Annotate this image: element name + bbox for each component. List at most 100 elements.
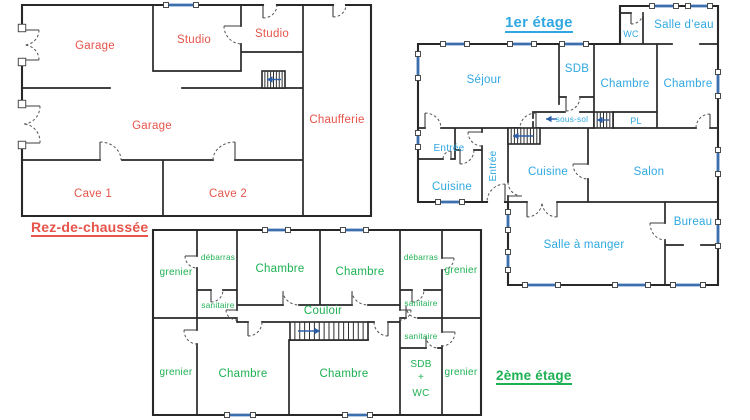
room-label-grenier-tl: grenier xyxy=(160,267,193,278)
room-label-debarras-l: débarras xyxy=(201,253,235,262)
room-label-cuisine-1: Cuisine xyxy=(432,181,472,193)
room-label-salle-eau: Salle d’eau xyxy=(654,19,714,31)
window-end xyxy=(715,147,721,153)
first-floor-door-arcs xyxy=(424,12,711,241)
room-label-grenier-br: grenier xyxy=(445,367,478,378)
window-end xyxy=(464,41,470,47)
room-label-sdb-wc-line3: WC xyxy=(412,388,429,399)
ground-floor-door-leaves xyxy=(22,5,334,160)
window-end xyxy=(440,41,446,47)
second-floor-symbols xyxy=(224,227,373,418)
window-end xyxy=(645,282,651,288)
room-label-entree-2: Entrée xyxy=(488,150,499,181)
second-floor-plan: grenier débarras Chambre Chambre débarra… xyxy=(151,227,483,418)
window-end xyxy=(505,227,511,233)
room-label-chambre-t2: Chambre xyxy=(335,266,384,278)
ground-floor-plan: Garage Studio Studio Chaufferie Garage C… xyxy=(17,2,373,218)
door-jamb-post xyxy=(17,99,27,109)
window-end xyxy=(670,282,676,288)
room-label-debarras-r: débarras xyxy=(404,253,438,262)
window-end xyxy=(715,171,721,177)
window-end xyxy=(415,75,421,81)
ground-floor-outer-walls xyxy=(20,3,373,218)
window-end xyxy=(715,69,721,75)
room-label-grenier-bl: grenier xyxy=(160,367,193,378)
window-end xyxy=(700,282,706,288)
room-label-cave-1: Cave 1 xyxy=(74,188,112,200)
window-end xyxy=(531,41,537,47)
window-end xyxy=(612,282,618,288)
window-end xyxy=(415,51,421,57)
room-label-cuisine-2: Cuisine xyxy=(528,166,568,178)
window-end xyxy=(649,3,655,9)
room-label-grenier-tr: grenier xyxy=(445,265,478,276)
window-end xyxy=(342,412,348,418)
door-jamb-post xyxy=(17,140,27,150)
window-end xyxy=(522,282,528,288)
window-end xyxy=(415,130,421,136)
window-end xyxy=(715,243,721,249)
room-label-chambre-2: Chambre xyxy=(663,78,712,90)
first-floor-plan: WC Salle d’eau Séjour SDB Chambre Chambr… xyxy=(415,3,721,288)
ground-floor-title: Rez-de-chaussée xyxy=(31,219,149,237)
room-label-sejour: Séjour xyxy=(467,74,502,86)
room-label-studio-2: Studio xyxy=(255,28,289,40)
window-end xyxy=(559,41,565,47)
window-end xyxy=(583,41,589,47)
room-label-sdb-wc-line1: SDB xyxy=(410,359,431,370)
room-label-pl: PL xyxy=(630,116,642,126)
window-end xyxy=(193,2,199,8)
window-end xyxy=(555,282,561,288)
window-end xyxy=(505,267,511,273)
room-label-entree-1: Entrée xyxy=(434,143,465,154)
stair-arrow-head xyxy=(513,132,519,140)
room-label-chambre-b1: Chambre xyxy=(218,368,267,380)
room-label-sanitaire-r2: sanitaire xyxy=(404,332,437,341)
room-label-chambre-t1: Chambre xyxy=(255,263,304,275)
room-label-cave-2: Cave 2 xyxy=(209,188,247,200)
room-label-sanitaire-l: sanitaire xyxy=(201,301,234,310)
room-label-salle-a-manger: Salle à manger xyxy=(544,239,625,251)
second-floor-door-arcs xyxy=(183,255,456,349)
room-label-sanitaire-r1: sanitaire xyxy=(404,299,437,308)
window-end xyxy=(435,199,441,205)
second-floor-door-leaves xyxy=(184,255,455,348)
room-label-garage-main: Garage xyxy=(132,120,172,132)
first-floor-title: 1er étage xyxy=(505,14,573,33)
window-end xyxy=(367,412,373,418)
window-end xyxy=(363,227,369,233)
room-label-studio-1: Studio xyxy=(177,34,211,46)
room-label-sous-sol: sous-sol xyxy=(556,115,589,124)
door-jamb-post xyxy=(17,23,27,33)
door-jamb-post xyxy=(17,57,27,67)
window-end xyxy=(262,227,268,233)
window-end xyxy=(224,412,230,418)
window-end xyxy=(673,3,679,9)
window-end xyxy=(415,144,421,150)
window-end xyxy=(715,93,721,99)
second-floor-outer-walls xyxy=(151,228,483,417)
room-label-chambre-1: Chambre xyxy=(600,78,649,90)
window-end xyxy=(715,219,721,225)
second-floor-title: 2ème étage xyxy=(496,368,572,386)
ground-floor-symbols xyxy=(17,2,286,150)
room-label-wc: WC xyxy=(623,29,639,39)
window-end xyxy=(285,227,291,233)
room-label-chambre-b2: Chambre xyxy=(319,368,368,380)
room-label-sdb: SDB xyxy=(565,63,589,75)
room-label-bureau: Bureau xyxy=(674,216,713,228)
window-end xyxy=(505,209,511,215)
ground-floor-door-arcs xyxy=(23,4,347,161)
window-end xyxy=(505,249,511,255)
first-floor-inner-walls xyxy=(417,12,719,286)
room-label-sdb-wc-line2: + xyxy=(418,372,424,383)
window-end xyxy=(459,199,465,205)
stair-arrow-head xyxy=(597,116,603,124)
room-label-chaufferie: Chaufferie xyxy=(309,114,364,126)
stair-arrow-head xyxy=(314,327,320,335)
first-floor-door-leaves xyxy=(424,13,711,224)
ground-floor-inner-walls xyxy=(21,4,304,217)
room-label-couloir: Couloir xyxy=(304,305,342,317)
